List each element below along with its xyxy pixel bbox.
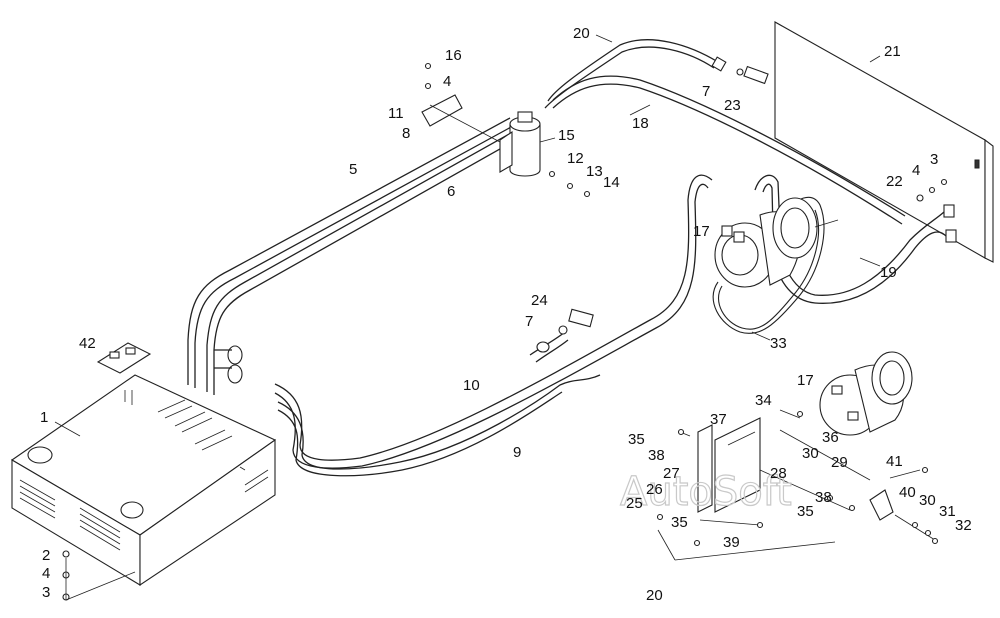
leader-lines bbox=[54, 34, 881, 561]
compressor-detail bbox=[819, 351, 913, 436]
part-label: 41 bbox=[886, 453, 903, 470]
part-label: 19 bbox=[880, 264, 897, 281]
part-label: 2 bbox=[42, 547, 50, 564]
part-label: 15 bbox=[558, 127, 575, 144]
part-label: 7 bbox=[525, 313, 533, 330]
part-label: 14 bbox=[603, 174, 620, 191]
part-label: 16 bbox=[445, 47, 462, 64]
part-label: 9 bbox=[513, 444, 521, 461]
receiver-drier bbox=[499, 111, 541, 177]
part-label: 11 bbox=[388, 105, 404, 122]
part-label: 13 bbox=[586, 163, 603, 180]
part-labels: 1 2 3 3 4 4 4 5 6 7 7 8 9 10 11 12 13 14… bbox=[40, 25, 972, 604]
part-label: 40 bbox=[899, 484, 916, 501]
part-label: 7 bbox=[702, 83, 710, 100]
part-label: 38 bbox=[648, 447, 665, 464]
fasteners bbox=[62, 62, 948, 601]
part-label: 26 bbox=[646, 481, 663, 498]
part-label: 8 bbox=[402, 125, 410, 142]
evaporator-unit bbox=[10, 374, 277, 587]
part-label: 42 bbox=[79, 335, 96, 352]
drive-belt bbox=[712, 196, 825, 334]
part-label: 35 bbox=[671, 514, 688, 531]
part-label: 3 bbox=[42, 584, 50, 601]
part-label: 24 bbox=[531, 292, 548, 309]
part-label: 37 bbox=[710, 411, 727, 428]
part-label: 17 bbox=[797, 372, 814, 389]
part-label: 4 bbox=[912, 162, 920, 179]
part-label: 21 bbox=[884, 43, 901, 60]
part-label: 31 bbox=[939, 503, 956, 520]
part-label: 25 bbox=[626, 495, 643, 512]
part-label: 23 bbox=[724, 97, 741, 114]
control-panel bbox=[96, 342, 152, 374]
part-label: 1 bbox=[40, 409, 48, 426]
part-label: 30 bbox=[919, 492, 936, 509]
part-label: 32 bbox=[955, 517, 972, 534]
part-label: 30 bbox=[802, 445, 819, 462]
condenser bbox=[774, 21, 994, 263]
part-label: 33 bbox=[770, 335, 787, 352]
part-label: 29 bbox=[831, 454, 848, 471]
part-label: 27 bbox=[663, 465, 680, 482]
compressor-upper bbox=[714, 197, 818, 288]
part-label: 35 bbox=[628, 431, 645, 448]
part-label: 35 bbox=[797, 503, 814, 520]
part-label: 28 bbox=[770, 465, 787, 482]
part-label: 34 bbox=[755, 392, 772, 409]
part-label: 17 bbox=[693, 223, 710, 240]
part-label: 22 bbox=[886, 173, 903, 190]
part-label: 12 bbox=[567, 150, 584, 167]
part-label: 39 bbox=[723, 534, 740, 551]
bracket-assembly bbox=[679, 409, 936, 541]
part-label: 5 bbox=[349, 161, 357, 178]
part-label: 36 bbox=[822, 429, 839, 446]
bracket-8 bbox=[421, 94, 501, 143]
part-label: 4 bbox=[443, 73, 451, 90]
part-label: 6 bbox=[447, 183, 455, 200]
part-label: 4 bbox=[42, 565, 50, 582]
part-label: 18 bbox=[632, 115, 649, 132]
part-label: 3 bbox=[930, 151, 938, 168]
part-label: 38 bbox=[815, 489, 832, 506]
part-label: 10 bbox=[463, 377, 480, 394]
watermark: AutoSoft bbox=[620, 469, 792, 515]
part-label: 20 bbox=[646, 587, 663, 604]
part-label: 20 bbox=[573, 25, 590, 42]
